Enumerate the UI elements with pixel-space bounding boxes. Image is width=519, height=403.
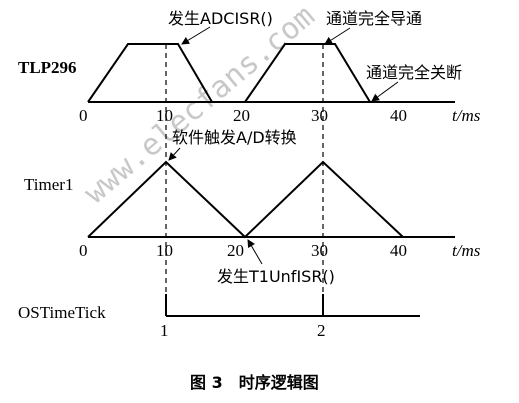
watermark: www.elecfans.com: [78, 0, 322, 211]
timer1-label: Timer1: [24, 175, 73, 194]
ad-trigger-arrow: [168, 147, 181, 161]
tlp296-pulse-1: [87, 43, 213, 103]
figure-caption: 图 3 时序逻辑图: [190, 373, 319, 392]
timer1-tick-0: 0: [79, 241, 88, 260]
ostick-row: OSTimeTick 1 2: [18, 294, 420, 340]
tlp296-tick-40: 40: [390, 106, 407, 125]
tlp296-tick-0: 0: [79, 106, 88, 125]
t1unf-annotation: 发生T1UnfISR(): [217, 267, 335, 286]
timer1-unit-label: t/ms: [452, 241, 481, 260]
t1unf-arrow: [247, 239, 263, 265]
timer1-tick-30: 30: [311, 241, 328, 260]
fully-on-arrow: [324, 27, 351, 45]
tlp296-pulse-2: [244, 43, 371, 103]
timer1-tick-40: 40: [390, 241, 407, 260]
tlp296-label: TLP296: [18, 58, 77, 77]
fully-off-arrow: [371, 81, 399, 102]
ostick-label: OSTimeTick: [18, 303, 106, 322]
tlp296-tick-10: 10: [156, 106, 173, 125]
tlp296-tick-30: 30: [311, 106, 328, 125]
tlp296-row: TLP296 0 10 20 30 40 t/ms 发生ADCISR() 通道完…: [18, 9, 481, 125]
ostick-tick-2: 2: [317, 321, 326, 340]
timer1-tick-20: 20: [227, 241, 244, 260]
adcisr-annotation: 发生ADCISR(): [168, 9, 273, 28]
fully-off-annotation: 通道完全关断: [366, 63, 462, 82]
ad-trigger-annotation: 软件触发A/D转换: [172, 128, 297, 147]
timer1-triangle-wave: [87, 160, 404, 239]
timer1-row: Timer1 0 10 20 30 40 t/ms 软件触发A/D转换 发生T1…: [24, 128, 481, 286]
fully-on-annotation: 通道完全导通: [326, 9, 422, 28]
adcisr-arrow: [181, 26, 211, 45]
ostick-tick-1: 1: [160, 321, 169, 340]
tlp296-unit-label: t/ms: [452, 106, 481, 125]
timer1-tick-10: 10: [156, 241, 173, 260]
tlp296-tick-20: 20: [233, 106, 250, 125]
